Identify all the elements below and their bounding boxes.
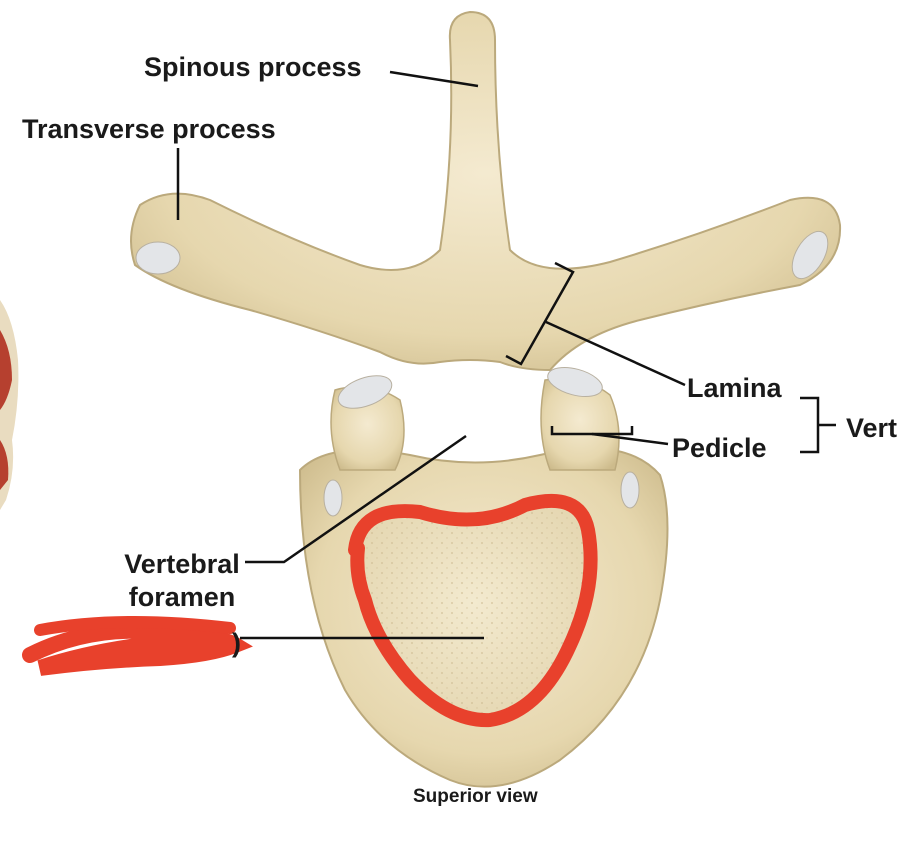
label-spinous-process: Spinous process	[144, 52, 362, 82]
red-marker-outline	[348, 493, 598, 728]
leader-lines	[176, 70, 836, 640]
vertebral-foramen	[405, 361, 536, 459]
transverse-facet-right	[791, 230, 829, 280]
pedicle-leader	[591, 432, 669, 446]
vertebral-arch	[130, 10, 842, 372]
costal-facet-left	[323, 479, 343, 517]
vertebra-illustration	[130, 10, 842, 788]
label-lamina: Lamina	[687, 373, 782, 403]
label-vertebral-foramen: Vertebral foramen	[112, 548, 252, 614]
red-scribble-redaction	[22, 616, 253, 676]
lamina-leader	[545, 320, 686, 387]
label-transverse-process: Transverse process	[22, 114, 276, 144]
label-vertebral-foramen-line1: Vertebral	[124, 549, 240, 579]
label-vertebral-arch-partial: Vert	[846, 413, 898, 443]
caption-superior-view: Superior view	[413, 786, 538, 807]
label-vertebral-foramen-line2: foramen	[128, 582, 236, 612]
lamina-bracket	[505, 261, 575, 366]
costal-facet-right	[620, 471, 640, 509]
foramen-leader	[245, 434, 467, 564]
articular-facet-right	[547, 367, 603, 397]
spinous-leader	[389, 70, 479, 88]
arch-bracket	[800, 396, 820, 454]
label-body-tail: )	[232, 628, 241, 658]
transverse-facet-left	[135, 241, 181, 275]
label-pedicle: Pedicle	[672, 433, 767, 463]
muscle-image-fragment	[0, 300, 19, 510]
articular-facet-left	[337, 375, 393, 409]
